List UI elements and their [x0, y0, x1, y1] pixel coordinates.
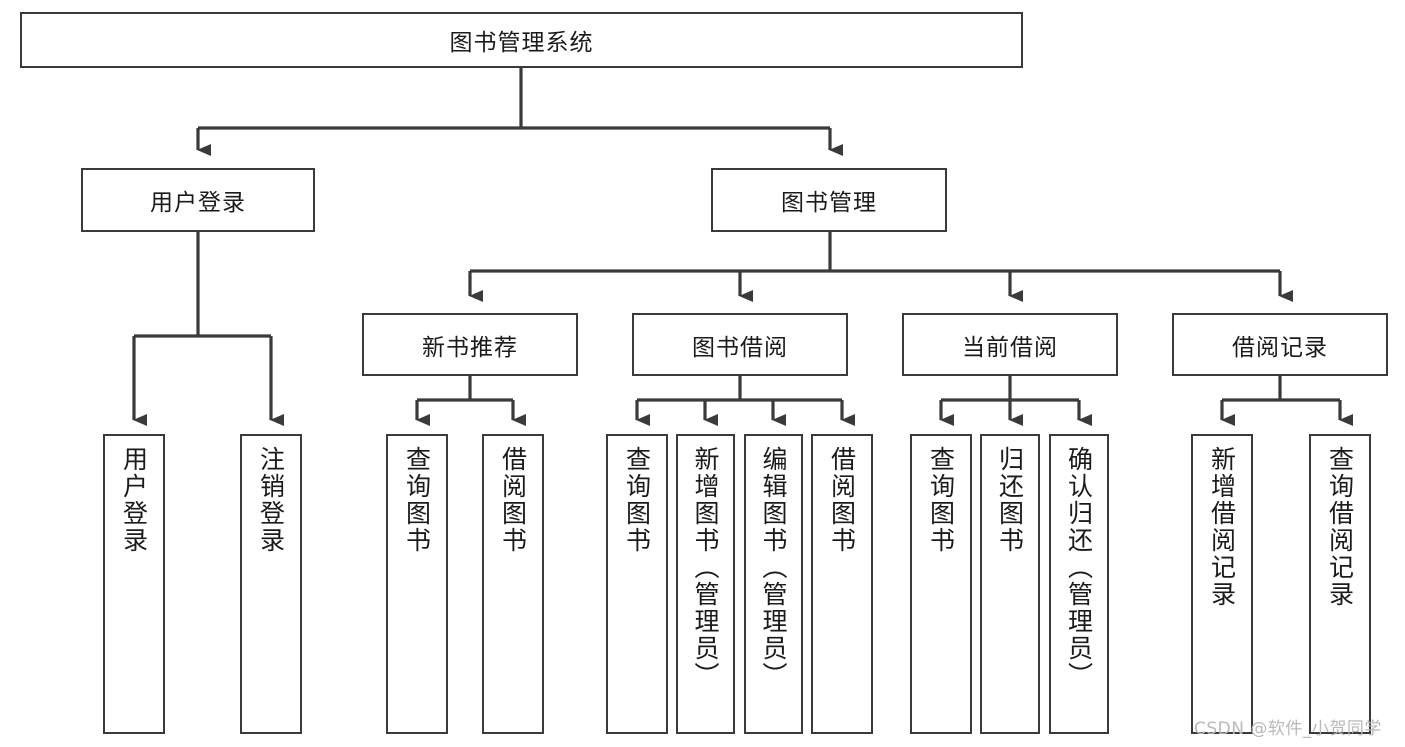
node-leaf-add-book[interactable]: 新增图书（管理员）: [676, 434, 735, 734]
node-user-login[interactable]: 用户登录: [81, 168, 315, 232]
node-leaf-confirm-return[interactable]: 确认归还（管理员）: [1049, 434, 1109, 734]
node-leaf-user-login-label: 用户登录: [119, 446, 149, 554]
node-leaf-query-record[interactable]: 查询借阅记录: [1309, 434, 1371, 734]
node-leaf-query-book-2-label: 查询图书: [622, 446, 652, 554]
node-leaf-return-book[interactable]: 归还图书: [980, 434, 1040, 734]
node-leaf-edit-book[interactable]: 编辑图书（管理员）: [744, 434, 803, 734]
node-borrow-record-label: 借阅记录: [1232, 334, 1328, 361]
node-user-login-label: 用户登录: [150, 190, 246, 216]
node-current-borrow-label: 当前借阅: [962, 334, 1058, 361]
node-leaf-query-record-label: 查询借阅记录: [1325, 446, 1355, 608]
node-leaf-user-login[interactable]: 用户登录: [103, 434, 165, 734]
node-leaf-add-record[interactable]: 新增借阅记录: [1191, 434, 1253, 734]
node-leaf-return-book-label: 归还图书: [995, 446, 1025, 554]
node-book-management[interactable]: 图书管理: [711, 168, 947, 232]
node-leaf-borrow-book-2-label: 借阅图书: [827, 446, 857, 554]
node-book-management-label: 图书管理: [781, 190, 877, 216]
node-leaf-add-book-label: 新增图书（管理员）: [691, 446, 720, 689]
node-leaf-borrow-book-2[interactable]: 借阅图书: [811, 434, 873, 734]
node-leaf-query-book-1[interactable]: 查询图书: [386, 434, 448, 734]
watermark: CSDN @软件_小贺同学: [1194, 719, 1382, 739]
node-leaf-add-record-label: 新增借阅记录: [1207, 446, 1237, 608]
node-book-borrow[interactable]: 图书借阅: [632, 313, 848, 376]
node-new-book-recommend[interactable]: 新书推荐: [362, 313, 578, 376]
node-leaf-query-book-3-label: 查询图书: [926, 446, 956, 554]
node-leaf-edit-book-label: 编辑图书（管理员）: [759, 446, 788, 689]
node-leaf-confirm-return-label: 确认归还（管理员）: [1064, 446, 1094, 689]
node-leaf-user-logout[interactable]: 注销登录: [240, 434, 302, 734]
node-leaf-query-book-3[interactable]: 查询图书: [910, 434, 972, 734]
node-root[interactable]: 图书管理系统: [20, 12, 1023, 68]
node-borrow-record[interactable]: 借阅记录: [1172, 313, 1388, 376]
node-root-label: 图书管理系统: [449, 30, 594, 56]
node-leaf-query-book-1-label: 查询图书: [402, 446, 432, 554]
node-leaf-borrow-book-1[interactable]: 借阅图书: [482, 434, 544, 734]
node-current-borrow[interactable]: 当前借阅: [902, 313, 1118, 376]
node-leaf-query-book-2[interactable]: 查询图书: [606, 434, 668, 734]
node-leaf-borrow-book-1-label: 借阅图书: [498, 446, 528, 554]
node-book-borrow-label: 图书借阅: [692, 334, 788, 361]
node-new-book-recommend-label: 新书推荐: [422, 334, 518, 361]
node-leaf-user-logout-label: 注销登录: [256, 446, 286, 554]
